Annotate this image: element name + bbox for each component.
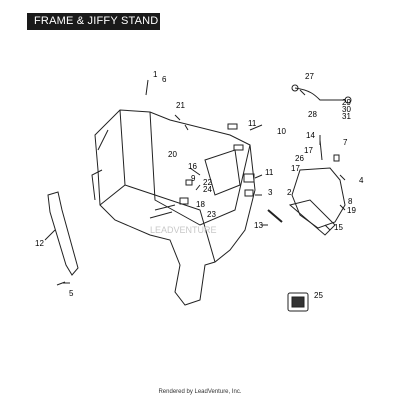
callout-11a: 11 xyxy=(248,119,257,128)
callout-22: 22 xyxy=(203,178,212,187)
footer-credit: Rendered by LeadVenture, Inc. xyxy=(158,389,242,395)
diagram-title: FRAME & JIFFY STAND xyxy=(27,13,160,30)
jiffy-stand-drawing xyxy=(291,167,346,229)
callout-12: 12 xyxy=(35,239,44,248)
callout-14: 14 xyxy=(306,131,315,140)
callout-15: 15 xyxy=(334,223,343,232)
callout-2: 2 xyxy=(287,188,292,197)
callout-16: 16 xyxy=(188,162,197,171)
callout-21: 21 xyxy=(176,101,185,110)
frame-drawing xyxy=(94,109,256,306)
callout-7: 7 xyxy=(343,138,348,147)
callout-19: 19 xyxy=(347,206,356,215)
callout-9: 9 xyxy=(191,174,196,183)
callout-20: 20 xyxy=(168,150,177,159)
callout-10: 10 xyxy=(277,127,286,136)
callout-24: 24 xyxy=(203,185,212,194)
callout-25: 25 xyxy=(314,291,323,300)
callout-31: 31 xyxy=(342,112,351,121)
callout-17b: 17 xyxy=(291,164,300,173)
callout-26: 26 xyxy=(295,154,304,163)
callout-8: 8 xyxy=(348,197,353,206)
callout-18: 18 xyxy=(196,200,205,209)
sensor-wire-drawing xyxy=(294,87,345,101)
callout-27: 27 xyxy=(305,72,314,81)
callout-6: 6 xyxy=(162,75,167,84)
callout-5: 5 xyxy=(69,289,74,298)
callout-30: 30 xyxy=(342,105,351,114)
callout-13: 13 xyxy=(254,221,263,230)
callout-4: 4 xyxy=(359,176,364,185)
callout-17a: 17 xyxy=(304,146,313,155)
callout-28: 28 xyxy=(308,110,317,119)
callout-3: 3 xyxy=(268,188,273,197)
watermark: LEADVENTURE xyxy=(150,225,217,235)
callout-1: 1 xyxy=(153,70,158,79)
callout-29: 29 xyxy=(342,98,351,107)
callout-11b: 11 xyxy=(265,168,274,177)
callout-23: 23 xyxy=(207,210,216,219)
jiffy-stand-bracket-drawing xyxy=(47,191,79,276)
